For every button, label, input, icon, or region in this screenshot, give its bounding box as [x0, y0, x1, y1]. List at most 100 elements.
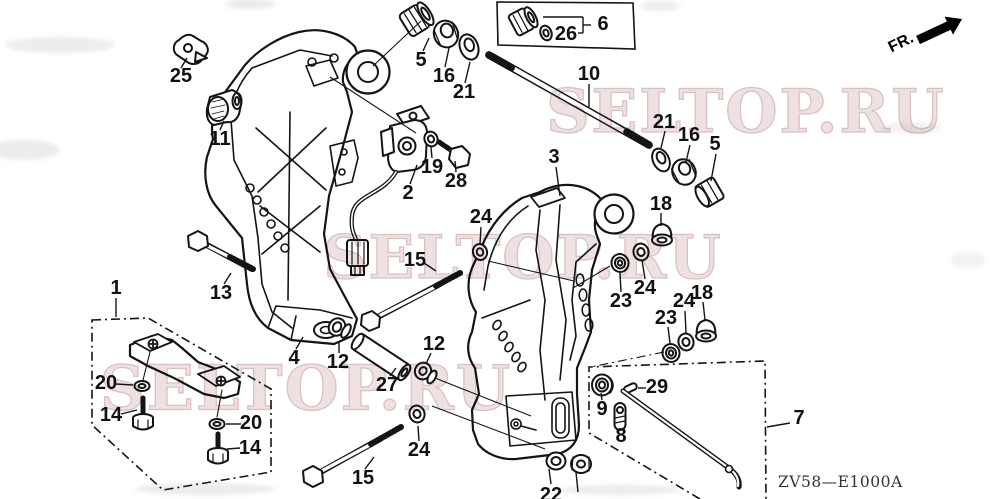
leader-line — [575, 471, 579, 493]
fr-label: FR. — [886, 30, 917, 57]
part-label-13: 13 — [210, 282, 232, 304]
leader-line — [641, 259, 646, 280]
leader-line — [619, 272, 622, 293]
pin-8 — [613, 402, 627, 431]
leader-line — [120, 409, 138, 415]
cable-clamp-part25 — [172, 33, 209, 65]
part-label-24: 24 — [470, 206, 493, 228]
stern-bracket-left — [204, 29, 391, 346]
washer-23b — [661, 343, 681, 363]
part-label-6: 6 — [597, 13, 608, 35]
washer-24-bottom — [408, 404, 426, 424]
watermark-text: SELTOP.RU — [546, 77, 946, 147]
washer-19 — [423, 130, 439, 148]
nut-bottom — [570, 454, 592, 474]
part-label-28: 28 — [445, 170, 467, 192]
leader-line — [115, 383, 134, 386]
part-label-5: 5 — [415, 49, 426, 71]
watermark-text: SELTOP.RU — [100, 352, 512, 425]
washer-20-right — [208, 418, 226, 430]
hardware-cluster-18-24-23-lower — [661, 319, 717, 363]
alignment-line — [590, 351, 665, 368]
part-label-1: 1 — [110, 277, 121, 299]
part-label-16: 16 — [433, 65, 455, 87]
leader-line — [710, 153, 717, 182]
part-label-24: 24 — [634, 277, 657, 299]
stern-bracket-right — [467, 183, 635, 461]
bolt-15-lower — [302, 424, 404, 488]
leader-line — [479, 226, 482, 245]
part-label-4: 4 — [288, 347, 300, 369]
part-label-2: 2 — [402, 182, 413, 204]
shift-rod — [620, 388, 742, 490]
drawing-code: ZV58—E1000A — [778, 473, 903, 491]
washer-24a — [632, 242, 650, 262]
part-label-26: 26 — [555, 23, 577, 45]
washer-20-left — [133, 380, 151, 392]
bushing-part11 — [205, 89, 243, 126]
part-label-7: 7 — [793, 407, 804, 429]
leader-line — [667, 326, 671, 344]
leader-line — [684, 310, 687, 334]
washer-22 — [545, 451, 567, 471]
nut-16-left — [432, 19, 460, 49]
leader-line — [702, 301, 706, 321]
alignment-line — [431, 405, 546, 450]
leader-line — [423, 262, 437, 272]
leader-line — [555, 166, 561, 197]
washer-24b — [677, 332, 695, 352]
leader-line — [464, 61, 471, 84]
leader-line — [660, 130, 666, 149]
part-label-20: 20 — [95, 372, 117, 394]
leader-line — [219, 120, 225, 131]
part-label-8: 8 — [615, 425, 626, 447]
part-label-16: 16 — [678, 124, 700, 146]
part-label-27: 27 — [376, 374, 398, 396]
leader-line — [389, 367, 397, 377]
washer-23a — [610, 253, 630, 273]
leader-line — [223, 272, 232, 285]
fr-direction-indicator: FR. — [886, 16, 962, 57]
leader-line — [766, 422, 791, 428]
nut-16-right — [670, 158, 697, 186]
part-label-20: 20 — [240, 412, 262, 434]
group-7-box — [588, 360, 767, 499]
kit-6-parts — [507, 6, 553, 42]
tilt-rod-part10 — [485, 51, 653, 149]
bolt-15-upper — [360, 269, 465, 332]
leader-line — [409, 164, 418, 185]
part-label-23: 23 — [610, 290, 632, 312]
hardware-train-top-right — [651, 147, 725, 208]
trim-sensor-part2 — [346, 105, 430, 276]
leader-line — [180, 57, 188, 69]
part-label-12: 12 — [327, 351, 349, 373]
washer-26 — [539, 24, 553, 42]
leader-line — [444, 47, 450, 68]
cap-nut-5-left — [398, 1, 435, 37]
hardware-train-top-left — [398, 1, 480, 61]
leader-line — [430, 146, 433, 159]
cap-nut-6 — [507, 6, 539, 37]
part-label-22: 22 — [540, 484, 562, 499]
engine-hanger-kit — [128, 333, 242, 465]
leader-line — [295, 336, 304, 350]
part-label-5: 5 — [709, 133, 720, 155]
leader-line — [425, 352, 432, 365]
alignment-line — [487, 260, 575, 282]
part-label-25: 25 — [170, 65, 192, 87]
hardware-cluster-18-24-23-upper — [610, 223, 673, 273]
part-label-15: 15 — [352, 467, 374, 489]
leader-line — [422, 37, 430, 52]
scan-noise — [0, 0, 986, 495]
part-label-21: 21 — [453, 81, 475, 103]
alignment-line — [572, 265, 611, 289]
part-label-10: 10 — [578, 63, 600, 85]
part-label-14: 14 — [100, 404, 123, 426]
label-tab — [530, 187, 566, 208]
part-label-11: 11 — [209, 128, 230, 150]
leader-line — [226, 447, 241, 450]
washer-24-mid — [471, 243, 489, 261]
